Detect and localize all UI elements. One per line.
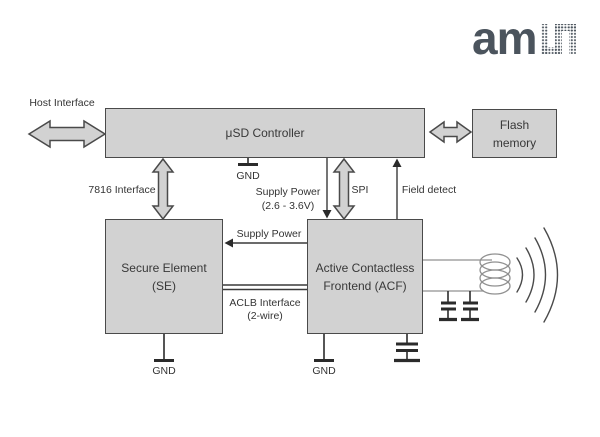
- ams-logo: am: [471, 12, 585, 64]
- label-aclb-line2: (2-wire): [247, 310, 283, 322]
- label-host-interface: Host Interface: [29, 97, 95, 109]
- ground-symbol-se: [154, 334, 174, 362]
- capacitor-icon-antenna-1: [439, 291, 457, 322]
- secure-element-label-line1: Secure Element: [121, 260, 207, 275]
- flash-memory-label-line2: memory: [492, 135, 537, 150]
- label-field-detect: Field detect: [401, 184, 457, 196]
- host-interface-arrow: [27, 119, 107, 149]
- ground-symbol-usd: [238, 158, 258, 166]
- acf-label-line2: Frontend (ACF): [323, 278, 407, 293]
- aclb-interface-lines: [223, 284, 307, 291]
- gnd-label-acf: GND: [312, 365, 336, 377]
- supply-power-left-line: [224, 238, 307, 248]
- block-usd-controller: μSD Controller: [105, 108, 425, 158]
- block-flash-memory: Flash memory: [472, 109, 557, 158]
- ground-symbol-acf: [314, 334, 334, 362]
- usd-controller-label: μSD Controller: [225, 126, 305, 140]
- label-aclb-line1: ACLB Interface: [229, 297, 301, 309]
- label-supply-power-main-line1: Supply Power: [255, 186, 321, 198]
- capacitor-icon-acf: [394, 334, 420, 363]
- gnd-label-se: GND: [152, 365, 176, 377]
- rf-waves-icon: [516, 227, 559, 323]
- flash-memory-label-line1: Flash: [499, 117, 530, 132]
- secure-element-label-line2: (SE): [152, 278, 176, 293]
- block-secure-element: Secure Element (SE): [105, 219, 223, 334]
- block-acf: Active Contactless Frontend (ACF): [307, 219, 423, 334]
- acf-label-line1: Active Contactless: [315, 260, 415, 275]
- capacitor-icon-antenna-2: [461, 291, 479, 322]
- label-aclb-interface: ACLB Interface (2-wire): [229, 297, 300, 323]
- 7816-interface-arrow: [151, 157, 175, 221]
- label-supply-power-main-line2: (2.6 - 3.6V): [261, 200, 315, 212]
- ams-logo-art: am: [472, 12, 576, 64]
- ams-logo-pixel-s-icon: [541, 24, 576, 54]
- label-supply-power-acf: Supply Power: [236, 228, 302, 240]
- field-detect-line: [392, 158, 402, 219]
- gnd-label-usd: GND: [236, 170, 260, 182]
- antenna-coil-icon: [423, 253, 511, 295]
- usd-flash-arrow: [428, 120, 473, 144]
- supply-power-down-line: [322, 158, 332, 219]
- label-7816-interface: 7816 Interface: [88, 184, 156, 196]
- label-spi: SPI: [351, 184, 369, 196]
- ams-logo-text: am: [472, 13, 536, 63]
- label-supply-power-main: Supply Power (2.6 - 3.6V): [256, 185, 321, 213]
